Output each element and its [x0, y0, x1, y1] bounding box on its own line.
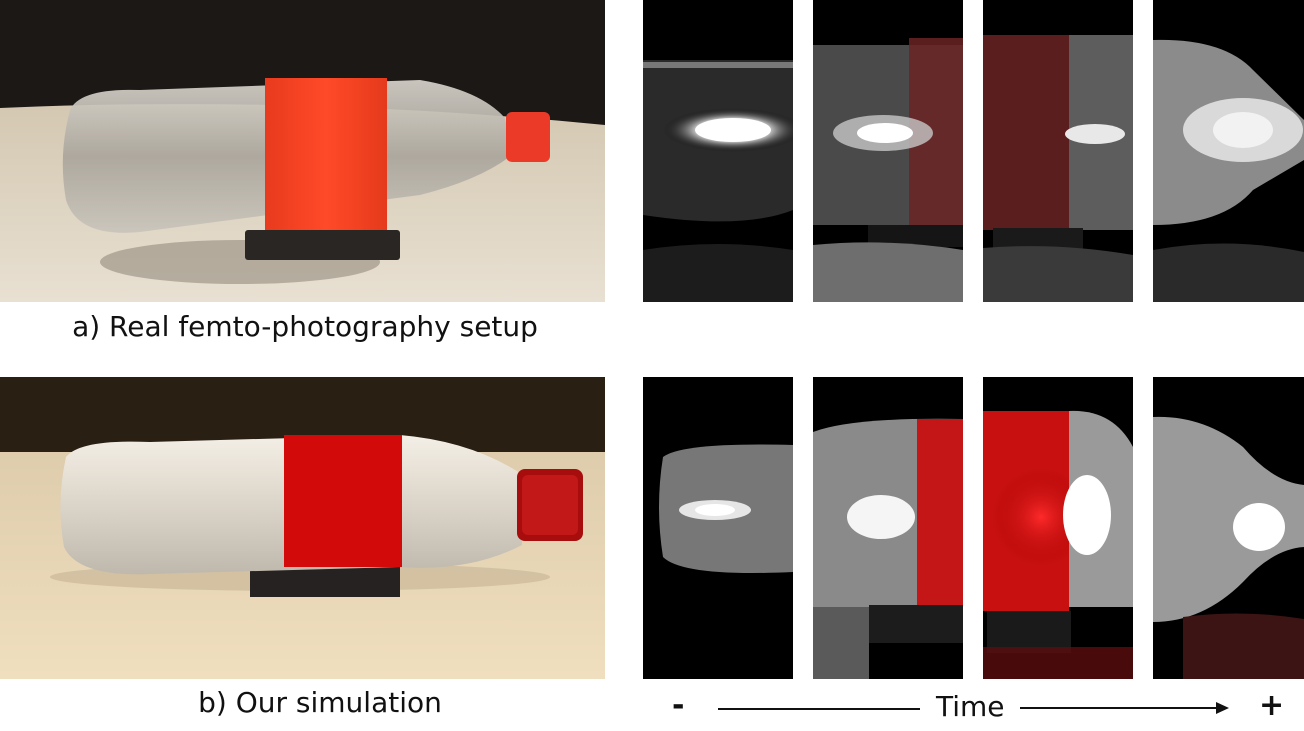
sim-frame-2	[813, 377, 963, 679]
real-frame-3	[983, 0, 1133, 302]
time-label: Time	[936, 690, 1005, 723]
bottle-label	[265, 78, 387, 230]
bottle-label	[284, 435, 402, 567]
sim-frame-1	[643, 377, 793, 679]
black-stand	[250, 567, 400, 597]
simulation-render	[0, 377, 605, 679]
time-plus-sign: +	[1259, 688, 1285, 723]
caption-simulation: b) Our simulation	[198, 686, 442, 719]
caption-real-setup: a) Real femto-photography setup	[72, 310, 538, 343]
sim-frame-3	[983, 377, 1133, 679]
real-frame-4	[1153, 0, 1304, 302]
sim-frame-4	[1153, 377, 1304, 679]
time-minus-sign: -	[672, 688, 685, 723]
bottle-cap	[506, 112, 550, 162]
real-frame-1	[643, 0, 793, 302]
time-arrow-left-line	[718, 708, 920, 710]
real-frame-2	[813, 0, 963, 302]
black-stand	[245, 230, 400, 260]
time-arrow-icon	[1020, 702, 1229, 714]
real-setup-photo	[0, 0, 605, 302]
